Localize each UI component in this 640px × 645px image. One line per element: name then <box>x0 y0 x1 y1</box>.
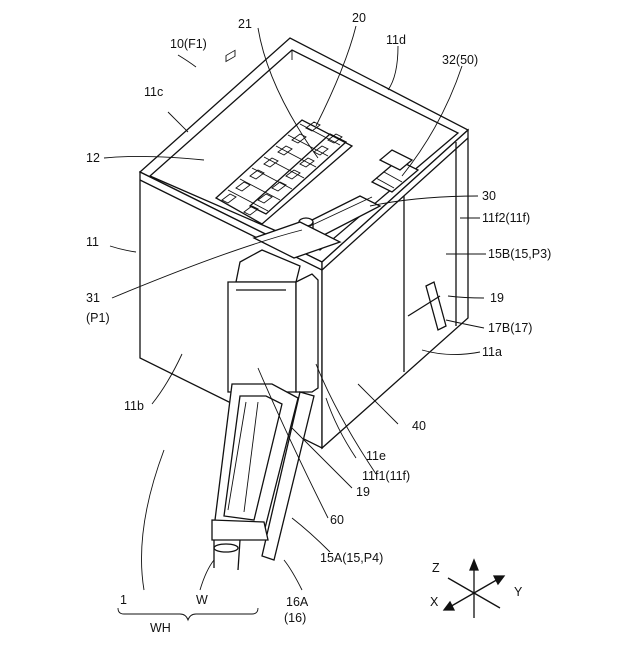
label-P1: (P1) <box>86 311 110 325</box>
label-12: 12 <box>86 151 100 165</box>
label-21: 21 <box>238 17 252 31</box>
label-16A: 16A <box>286 595 309 609</box>
label-40: 40 <box>412 419 426 433</box>
connector-tip <box>212 520 268 540</box>
label-20: 20 <box>352 11 366 25</box>
label-1: 1 <box>120 593 127 607</box>
label-19-right: 19 <box>490 291 504 305</box>
label-WH: WH <box>150 621 171 635</box>
label-11c: 11c <box>144 85 163 99</box>
label-30: 30 <box>482 189 496 203</box>
axis-label-X: X <box>430 595 439 609</box>
label-11a: 11a <box>482 345 502 359</box>
label-11d: 11d <box>386 33 406 47</box>
label-17B: 17B(17) <box>488 321 532 335</box>
label-19-bottom: 19 <box>356 485 370 499</box>
label-W: W <box>196 593 208 607</box>
label-60: 60 <box>330 513 344 527</box>
label-16: (16) <box>284 611 306 625</box>
axis-indicator <box>444 560 504 618</box>
label-15B: 15B(15,P3) <box>488 247 551 261</box>
label-15A: 15A(15,P4) <box>320 551 383 565</box>
label-10: 10(F1) <box>170 37 207 51</box>
lever-15A <box>212 384 314 570</box>
axis-label-Z: Z <box>432 561 440 575</box>
label-11b: 11b <box>124 399 144 413</box>
label-11e: 11e <box>366 449 386 463</box>
axis-label-Y: Y <box>514 585 523 599</box>
wh-brace <box>118 608 258 620</box>
label-32-50: 32(50) <box>442 53 478 67</box>
label-11f1: 11f1(11f) <box>362 469 410 483</box>
label-11: 11 <box>86 235 99 249</box>
label-11f2: 11f2(11f) <box>482 211 530 225</box>
label-31: 31 <box>86 291 100 305</box>
